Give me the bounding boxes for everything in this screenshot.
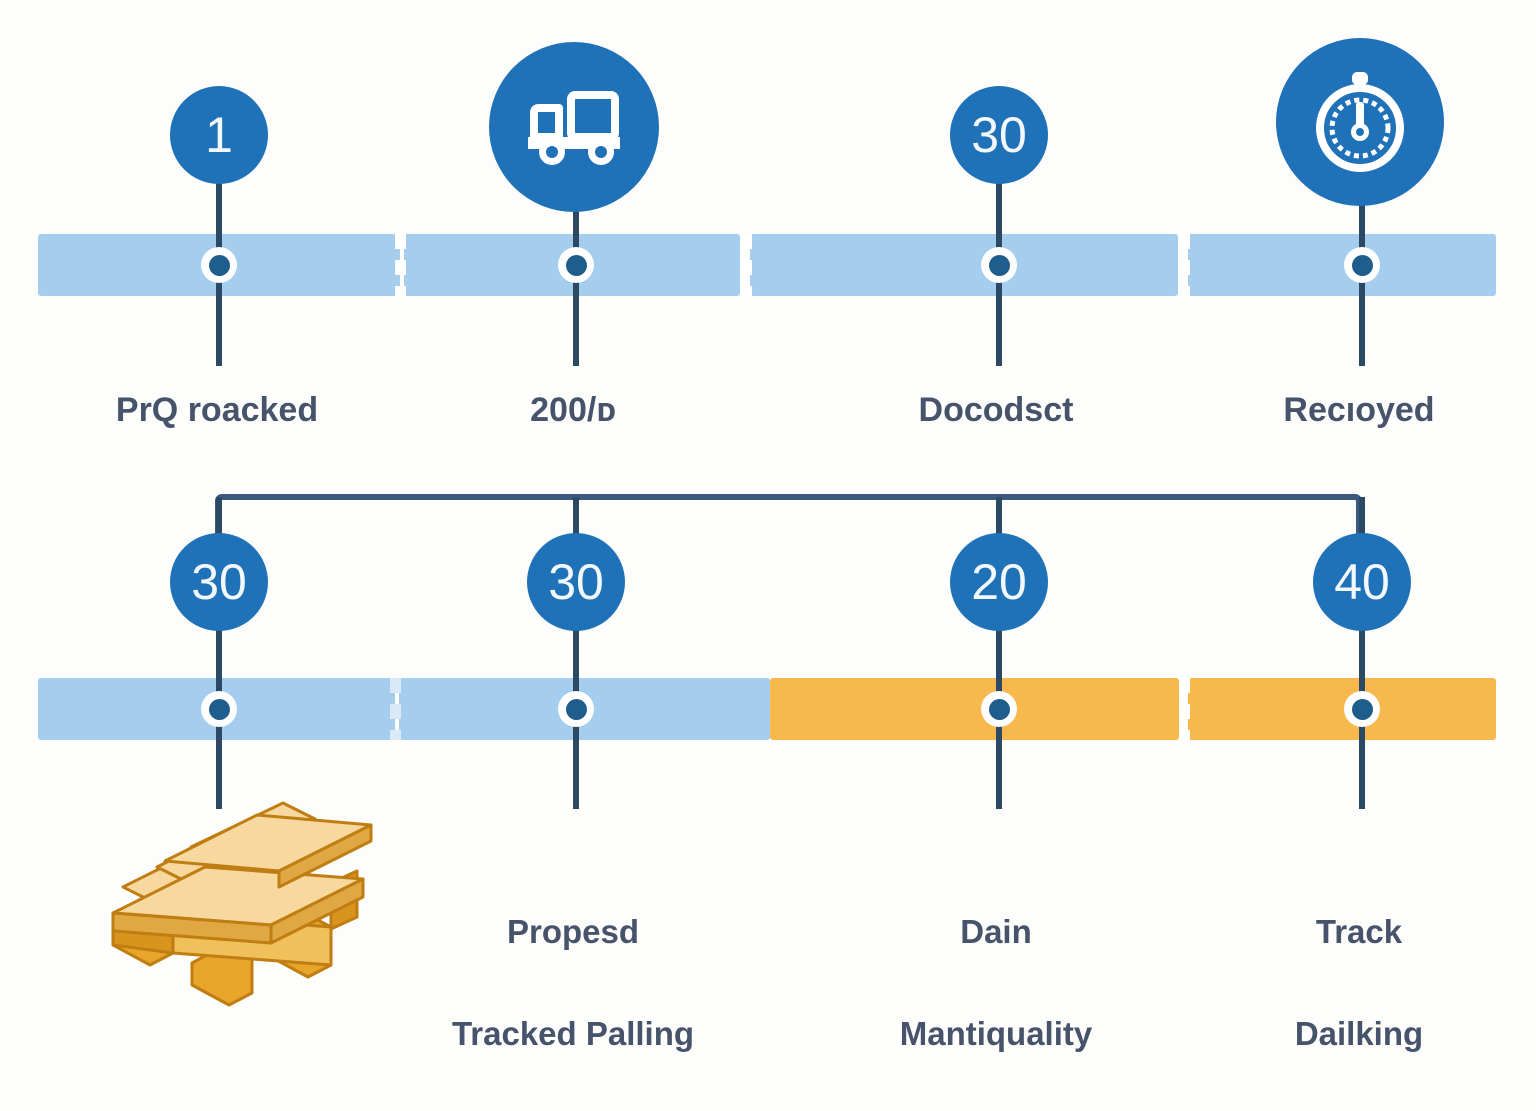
- bottom-node-dot-3: [981, 691, 1017, 727]
- bottom-label-4: Track Dailking: [1159, 855, 1536, 1111]
- bottom-label-3-line1: Dain: [960, 913, 1032, 951]
- truck-icon: [522, 83, 626, 171]
- bottom-marker-2-value: 30: [548, 554, 604, 610]
- bottom-node-dot-4: [1344, 691, 1380, 727]
- top-label-2: 200/ᴅ: [530, 391, 616, 429]
- bottom-marker-1[interactable]: 30: [170, 533, 268, 631]
- bottom-track-separator-1: [390, 678, 401, 740]
- top-marker-3-value: 30: [971, 107, 1027, 163]
- infographic-canvas: 1 30: [0, 0, 1536, 1024]
- bottom-track-segment-3: [770, 678, 1179, 740]
- top-node-dot-4: [1344, 247, 1380, 283]
- top-node-dot-3: [981, 247, 1017, 283]
- top-marker-3[interactable]: 30: [950, 86, 1048, 184]
- top-node-dot-2: [558, 247, 594, 283]
- top-track-separator-2: [741, 234, 752, 296]
- bottom-marker-3[interactable]: 20: [950, 533, 1048, 631]
- bottom-stem-4: [1359, 497, 1365, 809]
- top-label-3: Docodsct: [918, 391, 1074, 429]
- top-label-1: PrQ roacked: [115, 391, 319, 429]
- bottom-marker-3-value: 20: [971, 554, 1027, 610]
- bottom-track-segment-4: [1188, 678, 1496, 740]
- bottom-label-4-line2: Dailking: [1294, 1015, 1424, 1053]
- bottom-label-2-line2: Tracked Palling: [451, 1015, 695, 1053]
- bottom-label-3-line2: Mantiquality: [899, 1015, 1093, 1053]
- top-marker-1[interactable]: 1: [170, 86, 268, 184]
- bottom-marker-1-value: 30: [191, 554, 247, 610]
- bottom-stem-3: [996, 497, 1002, 809]
- bottom-label-2-line1: Propesd: [506, 913, 640, 951]
- bottom-node-dot-1: [201, 691, 237, 727]
- top-marker-4[interactable]: [1276, 38, 1444, 206]
- bottom-marker-2[interactable]: 30: [527, 533, 625, 631]
- bottom-track-separator-2: [1179, 678, 1190, 740]
- bottom-marker-4[interactable]: 40: [1313, 533, 1411, 631]
- bottom-stem-2: [573, 497, 579, 809]
- bottom-label-3: Dain Mantiquality: [796, 855, 1196, 1111]
- bottom-marker-4-value: 40: [1334, 554, 1390, 610]
- top-track-segment-4: [1188, 234, 1496, 296]
- top-track-segment-3: [750, 234, 1178, 296]
- bottom-label-2: Propesd Tracked Palling: [373, 855, 773, 1111]
- top-track-separator-3: [1179, 234, 1190, 296]
- top-marker-2[interactable]: [489, 42, 659, 212]
- bottom-stem-1: [216, 497, 222, 809]
- top-label-4: Recıoyed: [1283, 391, 1435, 429]
- top-track-separator-1: [395, 234, 406, 296]
- pallet-illustration: [95, 795, 395, 1010]
- stopwatch-icon: [1311, 70, 1409, 174]
- top-node-dot-1: [201, 247, 237, 283]
- bottom-bracket-connector: [215, 494, 1362, 550]
- top-marker-1-value: 1: [205, 107, 233, 163]
- bottom-label-4-line1: Track: [1315, 913, 1403, 951]
- bottom-node-dot-2: [558, 691, 594, 727]
